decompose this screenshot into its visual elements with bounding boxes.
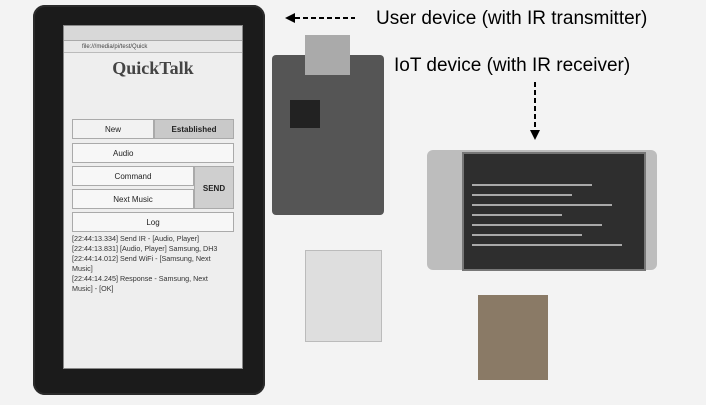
- terminal-text-line: [472, 204, 612, 206]
- log-line: Music] - [OK]: [72, 284, 114, 293]
- user-device-label: User device (with IR transmitter): [376, 8, 648, 29]
- breadboard-ir-transmitter: [305, 250, 382, 342]
- tab-established: Established: [154, 119, 234, 139]
- iot-device-label: IoT device (with IR receiver): [394, 55, 631, 76]
- log-line: [22:44:13.831] [Audio, Player] Samsung, …: [72, 244, 218, 253]
- terminal-text-line: [472, 194, 572, 196]
- tab-new: New: [72, 119, 154, 139]
- arrow-to-iot-device: [530, 82, 540, 140]
- log-line: [22:44:13.334] Send IR - [Audio, Player]: [72, 234, 200, 243]
- terminal-text-line: [472, 214, 562, 216]
- terminal-text-line: [472, 234, 582, 236]
- breadboard-ir-receiver: [478, 295, 548, 380]
- type-select: Audio: [72, 143, 234, 163]
- tablet-url-bar: file:///media/pi/test/Quick: [64, 41, 242, 53]
- command-label: Command: [72, 166, 194, 186]
- log-line: [22:44:14.245] Response - Samsung, Next: [72, 274, 208, 283]
- arrow-to-user-device: [285, 13, 355, 23]
- usb-ports: [305, 35, 350, 75]
- tablet-screen: file:///media/pi/test/Quick QuickTalk Ne…: [63, 25, 243, 369]
- command-select: Next Music: [72, 189, 194, 209]
- iot-device-screen: [462, 152, 646, 271]
- log-output: [22:44:13.334] Send IR - [Audio, Player]…: [72, 234, 236, 294]
- log-label: Log: [72, 212, 234, 232]
- terminal-text-line: [472, 184, 592, 186]
- board-chip: [290, 100, 320, 128]
- log-line: [22:44:14.012] Send WiFi - [Samsung, Nex…: [72, 254, 211, 263]
- log-line: Music]: [72, 264, 93, 273]
- raspberry-pi-board: [272, 55, 384, 215]
- terminal-text-line: [472, 244, 622, 246]
- send-button: SEND: [194, 166, 234, 209]
- terminal-text-line: [472, 224, 602, 226]
- app-title: QuickTalk: [112, 58, 194, 78]
- tablet-taskbar: [64, 26, 242, 41]
